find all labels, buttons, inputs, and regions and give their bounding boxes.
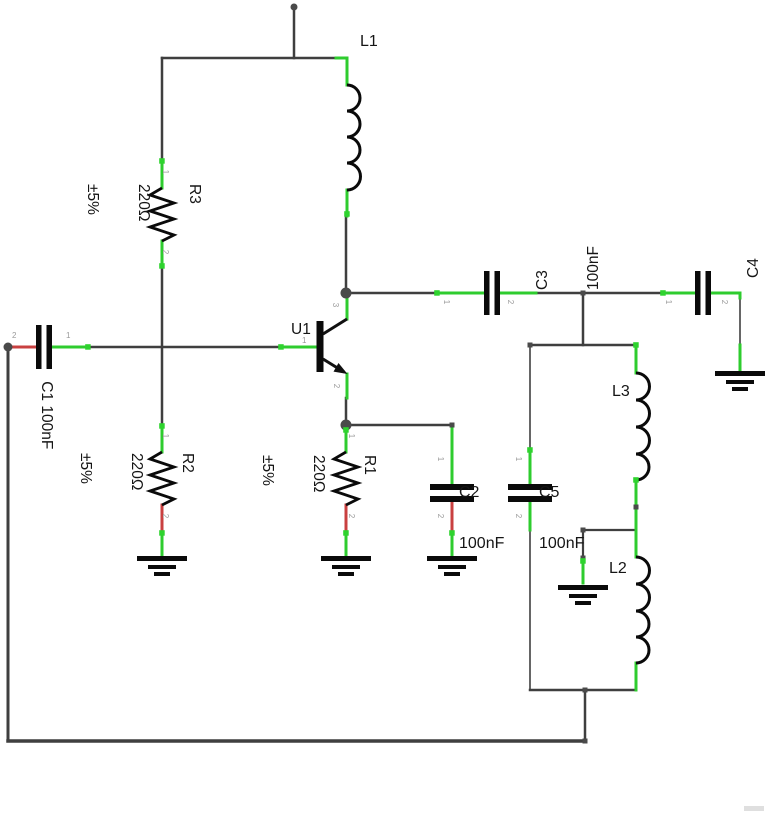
- R2-pin1-number: 1: [161, 433, 171, 439]
- C1-pin1-number: 1: [66, 331, 71, 340]
- R3-resistor-body: [145, 186, 179, 243]
- U1-label[interactable]: U1: [291, 321, 311, 338]
- L1-label[interactable]: L1: [360, 33, 378, 50]
- R1-pin2-number: 2: [347, 513, 357, 519]
- L3-inductor-body: [635, 371, 651, 482]
- R3-value: 220Ω: [135, 184, 152, 222]
- L3-label[interactable]: L3: [612, 383, 630, 400]
- C5-pin1-number: 1: [514, 456, 524, 462]
- power-endpoint-dot: [290, 3, 298, 11]
- C1-label[interactable]: C1 100nF: [21, 364, 72, 449]
- U1-emitter-pin-number: 2: [332, 383, 342, 389]
- collector-junction-dot: [340, 287, 352, 299]
- R2-resistor-body: [145, 450, 179, 507]
- R2-label[interactable]: R2 220Ω ±5%: [43, 453, 230, 499]
- R1-ground: [321, 556, 371, 576]
- screen-artifact: [744, 806, 764, 811]
- C2-ground: [427, 556, 477, 576]
- U1-transistor-body[interactable]: [316, 317, 348, 374]
- R1-pin1-number: 1: [347, 433, 357, 439]
- c1-corner-dot: [3, 342, 13, 352]
- R2-tolerance: ±5%: [77, 453, 94, 484]
- C3-label[interactable]: C3 100nF: [500, 232, 636, 290]
- C5-capacitor-body: [508, 484, 552, 502]
- U1-collector-pin-number: 3: [331, 302, 341, 308]
- R1-label[interactable]: R1 220Ω ±5%: [225, 455, 412, 501]
- R1-tolerance: ±5%: [259, 455, 276, 486]
- C3-pin2-number: 2: [506, 299, 516, 305]
- C2-pin1-number: 1: [436, 456, 446, 462]
- pin-wires[interactable]: [50, 56, 742, 692]
- L2-label[interactable]: L2: [609, 560, 627, 577]
- C1-pin2-number: 2: [12, 331, 17, 340]
- R2-ref: R2: [179, 453, 196, 473]
- L2-inductor-body: [635, 555, 651, 665]
- R1-ref: R1: [361, 455, 378, 475]
- C2-capacitor-body: [430, 484, 474, 502]
- L1-inductor-body: [346, 83, 362, 192]
- pin-markers: [85, 158, 666, 564]
- R2-ground: [137, 556, 187, 576]
- C1-value: 100nF: [38, 405, 55, 450]
- c4-pin2-wire: [709, 291, 742, 300]
- R3-pin2-number: 2: [161, 249, 171, 255]
- C5-ref: C5: [539, 484, 560, 501]
- C2-ref: C2: [459, 484, 480, 501]
- C4-capacitor-body: [695, 271, 711, 315]
- coil-tap-ground: [558, 585, 608, 605]
- R2-pin2-number: 2: [161, 513, 171, 519]
- U1-base-pin-number: 1: [302, 336, 307, 345]
- R2-value: 220Ω: [128, 453, 145, 491]
- component-bodies[interactable]: [145, 83, 651, 665]
- error-wires[interactable]: [6, 345, 454, 534]
- C3-capacitor-body: [484, 271, 500, 315]
- R3-pin1-number: 1: [161, 169, 171, 175]
- capacitor-plates[interactable]: [36, 271, 711, 502]
- C3-ref: C3: [534, 270, 551, 290]
- C4-label[interactable]: C4 100nF: [711, 220, 768, 278]
- emitter-arrow: [333, 363, 348, 374]
- R3-ref: R3: [186, 184, 203, 204]
- C5-label[interactable]: C5 100nF: [539, 450, 584, 586]
- ground-symbols[interactable]: [137, 371, 765, 605]
- C2-pin2-number: 2: [436, 513, 446, 519]
- R3-label[interactable]: R3 220Ω ±5%: [50, 184, 237, 230]
- C2-value: 100nF: [459, 535, 505, 552]
- C4-pin2-number: 2: [720, 299, 730, 305]
- C1-ref: C1: [38, 381, 55, 402]
- C3-value: 100nF: [585, 246, 602, 290]
- C4-pin1-number: 1: [664, 299, 674, 305]
- C2-label[interactable]: C2 100nF: [459, 450, 504, 586]
- junction-dots: [3, 3, 639, 744]
- R3-tolerance: ±5%: [84, 184, 101, 215]
- net-wires[interactable]: [6, 5, 741, 743]
- l1-pin1-wire: [334, 56, 349, 87]
- C5-pin2-number: 2: [514, 513, 524, 519]
- R1-resistor-body: [329, 450, 363, 507]
- C1-capacitor-body: [36, 325, 52, 369]
- R1-value: 220Ω: [310, 455, 327, 493]
- C4-ref: C4: [745, 258, 762, 278]
- C3-pin1-number: 1: [442, 299, 452, 305]
- C4-ground: [715, 371, 765, 391]
- C5-value: 100nF: [539, 535, 585, 552]
